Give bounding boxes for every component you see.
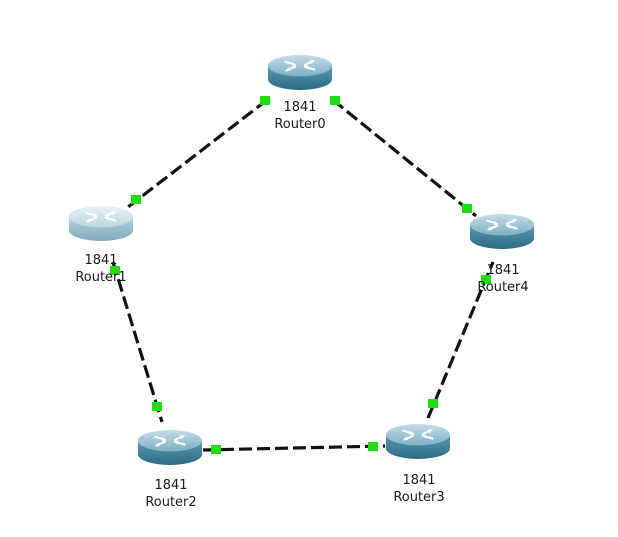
router2-name: Router2 — [145, 495, 197, 510]
links — [111, 98, 495, 452]
router4-icon — [469, 213, 535, 250]
router4-name: Router4 — [477, 280, 529, 295]
link-status-indicator — [110, 266, 120, 275]
link-router0-router4[interactable] — [331, 98, 478, 218]
link-status-indicator — [330, 96, 340, 105]
link-status-indicator — [368, 442, 378, 451]
link-status-indicator — [260, 96, 270, 105]
router3-name: Router3 — [393, 490, 445, 505]
link-indicators — [110, 96, 491, 454]
router1-label: 1841 Router1 — [61, 252, 141, 286]
router-router1[interactable] — [68, 205, 134, 242]
link-status-indicator — [131, 195, 141, 204]
router-router0[interactable] — [267, 54, 333, 91]
router2-label: 1841 Router2 — [131, 477, 211, 511]
router0-model: 1841 — [283, 100, 317, 115]
router3-model: 1841 — [402, 473, 436, 488]
router4-model: 1841 — [486, 263, 520, 278]
router2-icon — [137, 429, 203, 466]
router-router2[interactable] — [137, 429, 203, 466]
link-status-indicator — [211, 445, 221, 454]
link-status-indicator — [152, 402, 162, 411]
link-router3-router4[interactable] — [426, 261, 495, 419]
router1-model: 1841 — [84, 253, 118, 268]
link-status-indicator — [481, 275, 491, 284]
link-router0-router1[interactable] — [127, 98, 268, 209]
link-status-indicator — [428, 399, 438, 408]
router1-name: Router1 — [75, 270, 127, 285]
router3-icon — [385, 423, 451, 460]
link-router2-router3[interactable] — [202, 444, 386, 452]
router0-icon — [267, 54, 333, 91]
router-router3[interactable] — [385, 423, 451, 460]
router1-icon — [68, 205, 134, 242]
router4-label: 1841 Router4 — [463, 262, 543, 296]
link-status-indicator — [462, 204, 472, 213]
router0-label: 1841 Router0 — [260, 99, 340, 133]
router-router4[interactable] — [469, 213, 535, 250]
link-router1-router2[interactable] — [111, 261, 164, 423]
router0-name: Router0 — [274, 117, 326, 132]
router2-model: 1841 — [154, 478, 188, 493]
router3-label: 1841 Router3 — [379, 472, 459, 506]
